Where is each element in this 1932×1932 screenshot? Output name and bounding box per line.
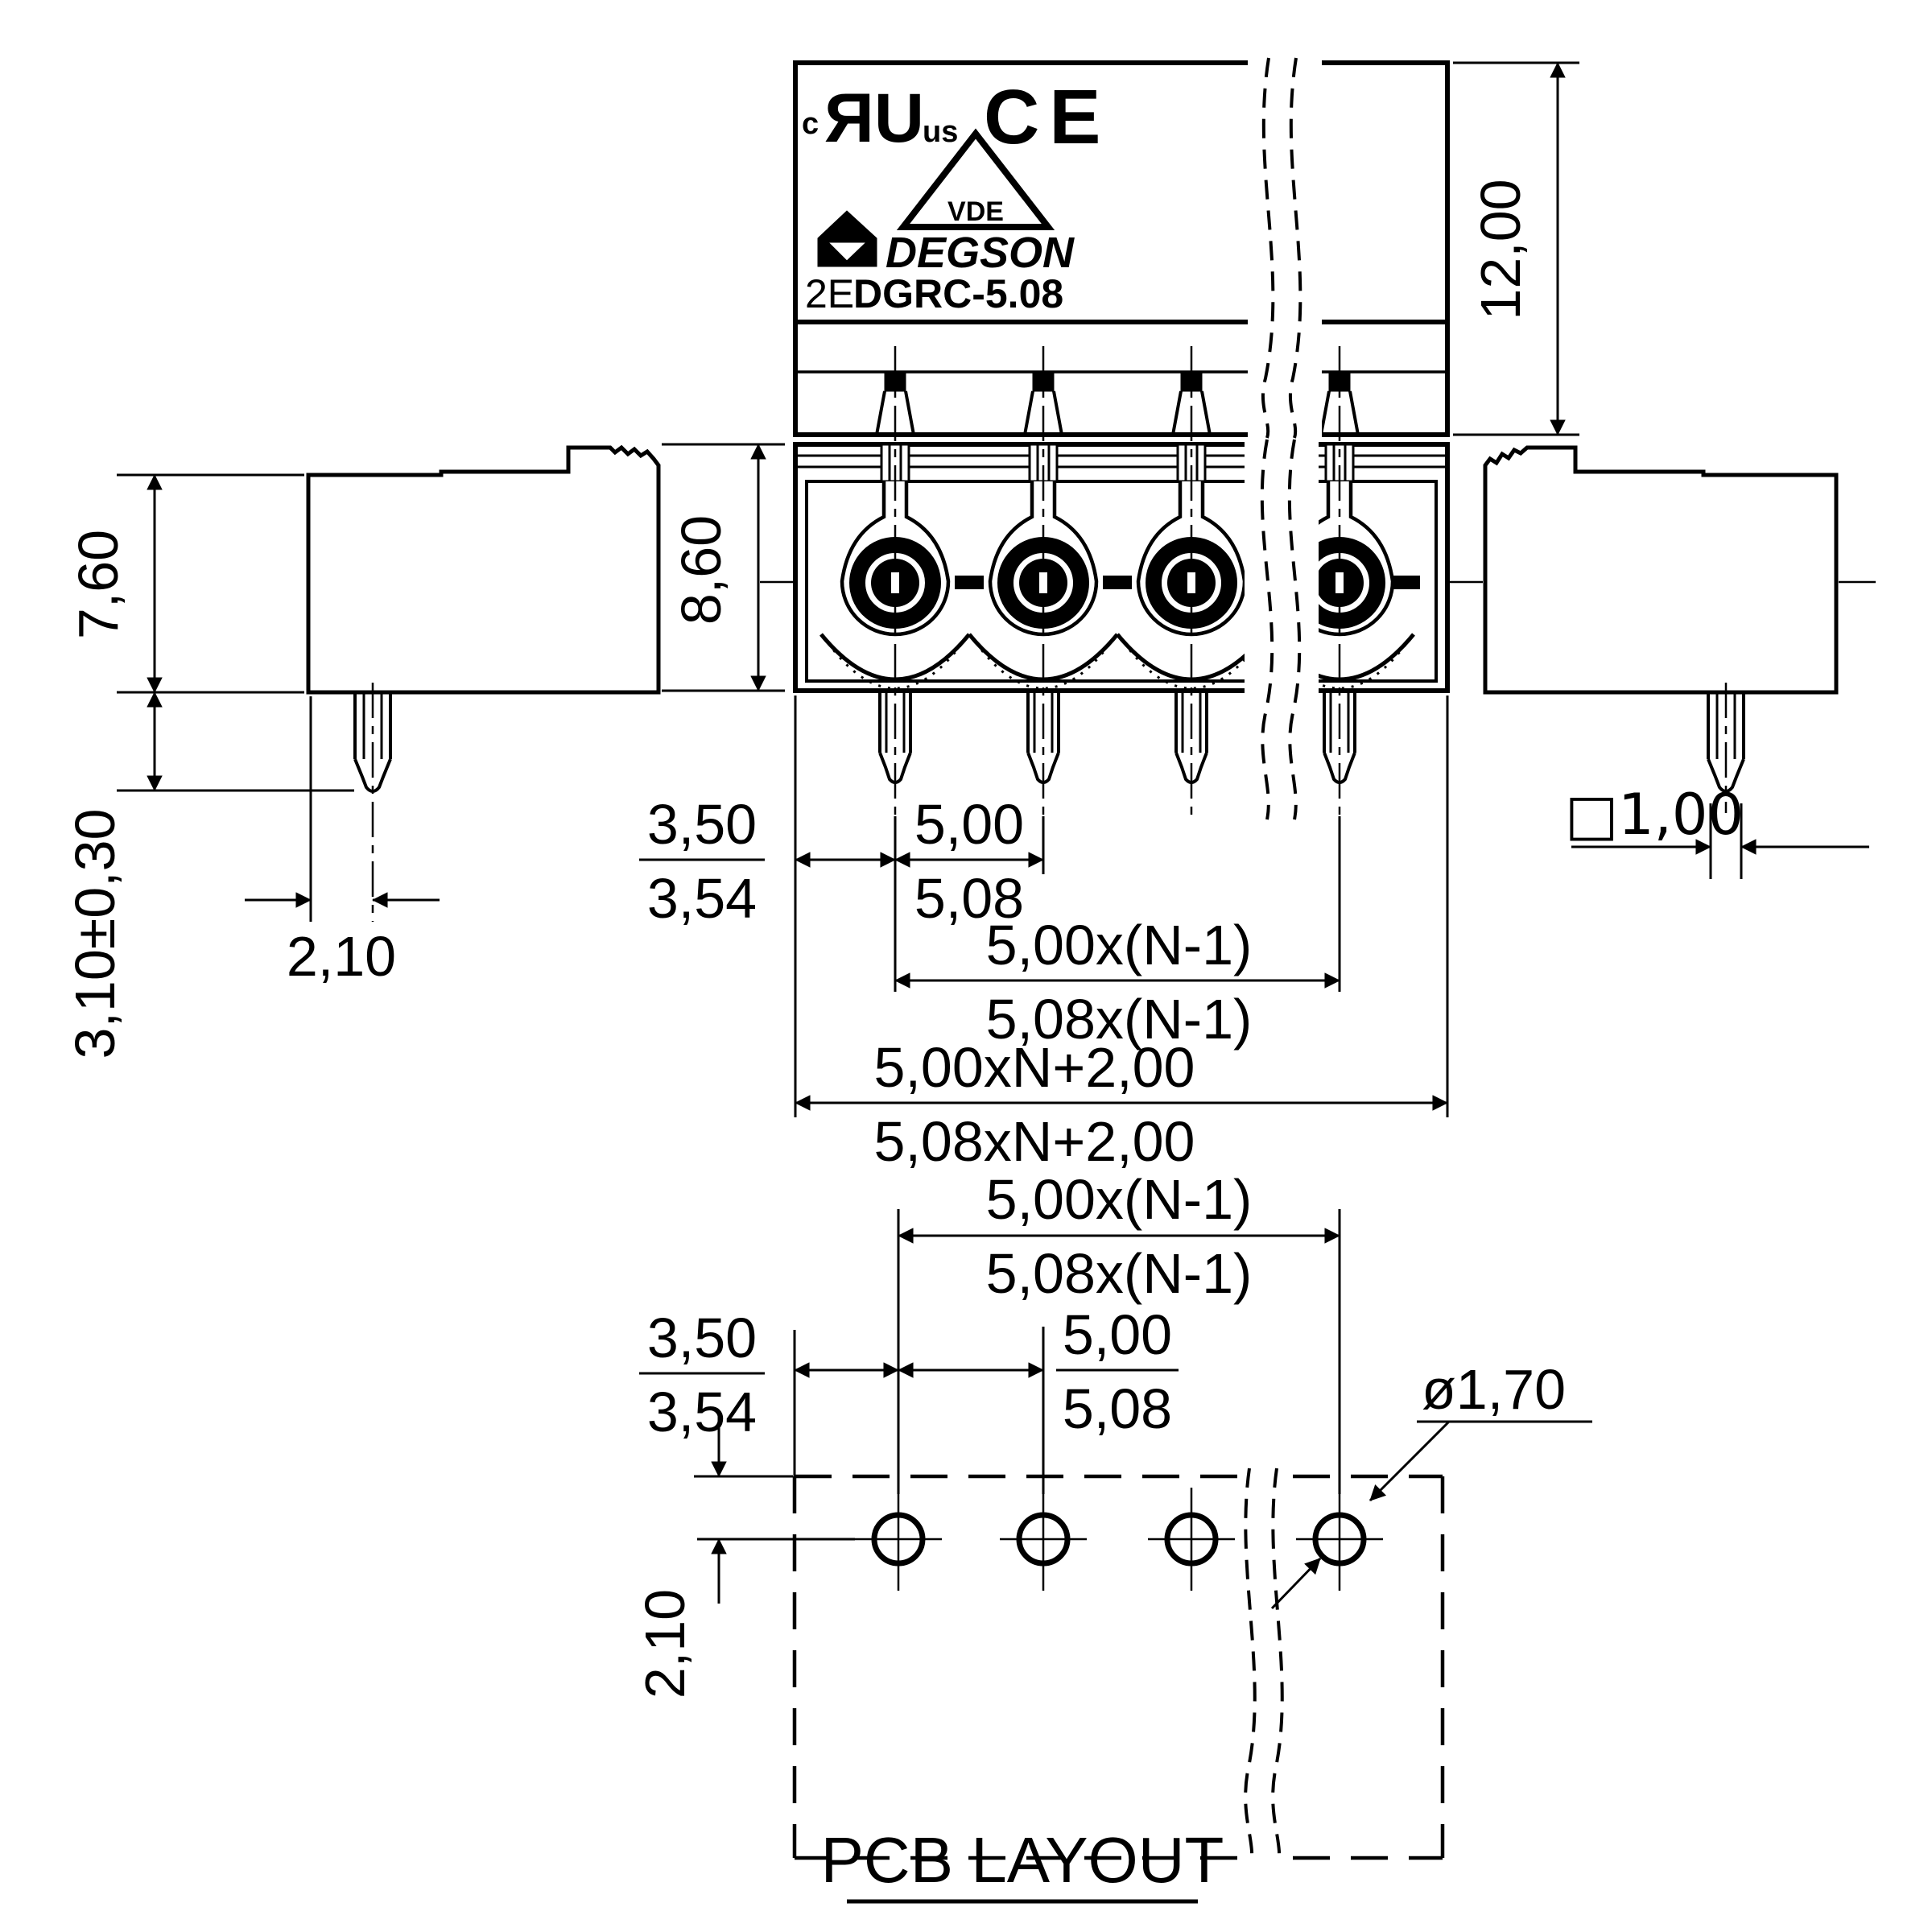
pcb-dim-span-alt: 5,08x(N-1) <box>986 1242 1253 1305</box>
dimensions: 12,00 8,60 7,60 3,10±0,30 2,10 3,50 3,54… <box>64 61 1869 1173</box>
pcb-dim-top-offset: 2,10 <box>634 1589 696 1699</box>
pcb-holes <box>855 1488 1383 1591</box>
degson-logo-triangle <box>827 242 868 262</box>
dim-edge-to-pin: 3,50 <box>647 793 757 856</box>
dim-pin-square: □1,00 <box>1565 782 1744 848</box>
pcb-break-line <box>1244 1468 1257 1865</box>
pcb-layout-title: PCB LAYOUT <box>821 1824 1224 1896</box>
right-side-view <box>1483 445 1839 793</box>
pcb-dim-hole-dia: ø1,70 <box>1422 1358 1566 1421</box>
break-lines <box>1245 57 1322 821</box>
dim-edge-to-pin-alt: 3,54 <box>647 867 757 930</box>
top-view: c ЯU us CE VDE DEGSON 2E DGRC-5.08 <box>793 60 1450 437</box>
dim-top-height: 12,00 <box>1469 179 1532 320</box>
front-view-inner-frame <box>805 480 1438 683</box>
vde-triangle-icon <box>896 128 1055 230</box>
pcb-dim-pitch-alt: 5,08 <box>1063 1377 1172 1440</box>
top-view-pin-slots <box>875 373 1360 436</box>
vde-mark-label: VDE <box>947 196 1004 227</box>
part-number-prefix: 2E <box>805 271 854 316</box>
pcb-break-line <box>1271 1468 1284 1865</box>
left-side-view <box>306 444 661 793</box>
dim-side-height: 7,60 <box>67 530 130 639</box>
dim-pitch: 5,00 <box>914 793 1024 856</box>
ul-recognized-icon: ЯU <box>824 80 924 157</box>
pcb-dim-edge-alt: 3,54 <box>647 1381 757 1443</box>
ce-mark: CE <box>984 74 1110 160</box>
brand-name: DEGSON <box>886 229 1075 277</box>
extension-lines <box>794 696 1449 1117</box>
pcb-dim-span: 5,00x(N-1) <box>986 1168 1253 1231</box>
terminal-contacts <box>849 537 1420 629</box>
left-side-body <box>306 444 661 695</box>
dim-pitch-alt: 5,08 <box>914 867 1024 930</box>
certification-marks: c ЯU us CE VDE DEGSON 2E DGRC-5.08 <box>802 74 1110 316</box>
dim-total-alt: 5,08xN+2,00 <box>874 1110 1195 1173</box>
degson-logo-icon <box>817 210 877 267</box>
pcb-dimensions: 5,00x(N-1) 5,08x(N-1) 3,50 3,54 5,00 5,0… <box>634 1168 1592 1699</box>
ul-mark-c: c <box>802 107 819 141</box>
pcb-board-outline <box>792 1474 1445 1860</box>
pcb-dim-edge: 3,50 <box>647 1307 757 1369</box>
part-number: DGRC-5.08 <box>853 271 1063 316</box>
ul-mark-us: us <box>923 115 958 149</box>
right-side-body <box>1483 445 1839 695</box>
dim-span: 5,00x(N-1) <box>986 914 1253 976</box>
pcb-layout-view: 5,00x(N-1) 5,08x(N-1) 3,50 3,54 5,00 5,0… <box>634 1168 1592 1904</box>
dim-span-alt: 5,08x(N-1) <box>986 988 1253 1051</box>
centerlines <box>371 346 1728 922</box>
pcb-dim-pitch: 5,00 <box>1063 1303 1172 1366</box>
dim-pin-protrusion: 3,10±0,30 <box>64 809 126 1059</box>
dim-front-height: 8,60 <box>670 515 733 625</box>
dim-pin-offset: 2,10 <box>287 925 396 988</box>
dim-total: 5,00xN+2,00 <box>874 1036 1195 1099</box>
